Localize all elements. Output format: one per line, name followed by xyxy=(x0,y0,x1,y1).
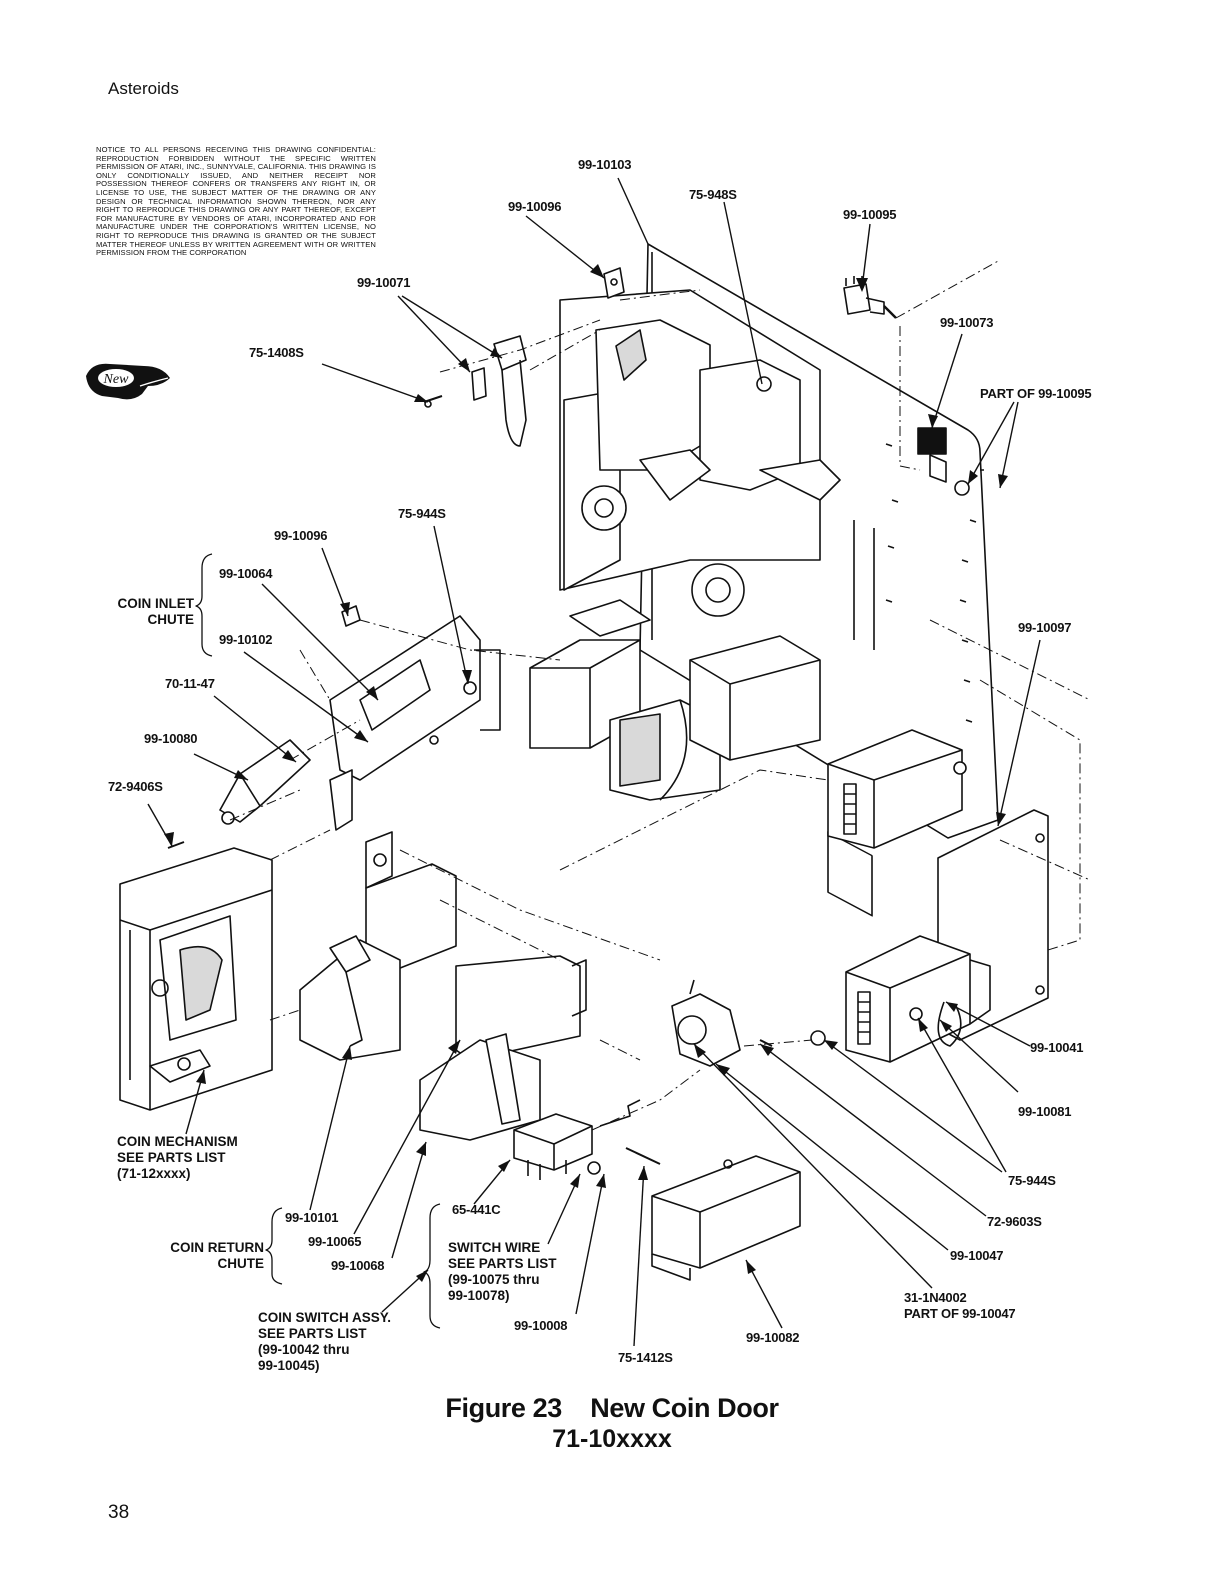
coin-return-chute xyxy=(299,831,457,1061)
callout-99-10041: 99-10041 xyxy=(1030,1040,1084,1055)
new-badge-text: New xyxy=(103,372,130,387)
confidentiality-notice: NOTICE TO ALL PERSONS RECEIVING THIS DRA… xyxy=(96,145,376,258)
group-switch-wire-line2: SEE PARTS LIST xyxy=(448,1256,557,1271)
callout-99-10068: 99-10068 xyxy=(331,1258,385,1273)
group-coin-mechanism-line3: (71-12xxxx) xyxy=(117,1166,191,1181)
coin-mechanism-assembly xyxy=(119,847,273,1111)
callout-99-10097: 99-10097 xyxy=(1018,620,1072,635)
callout-99-10096-mid: 99-10096 xyxy=(274,528,328,543)
callout-99-10047: 99-10047 xyxy=(950,1248,1004,1263)
callout-99-10103: 99-10103 xyxy=(578,157,632,172)
group-coin-switch-line3: (99-10042 thru xyxy=(258,1342,350,1357)
figure-subtitle: 71-10xxxx xyxy=(552,1425,672,1453)
callout-75-944s-mid: 75-944S xyxy=(398,506,446,521)
page-header-title: Asteroids xyxy=(108,79,179,98)
central-coin-mechanism xyxy=(559,289,841,617)
figure-title: Figure 23 New Coin Door xyxy=(445,1393,779,1423)
callout-leaders xyxy=(147,177,1041,1347)
group-coin-mechanism-line1: COIN MECHANISM xyxy=(117,1134,238,1149)
lockout-coil-center xyxy=(689,635,821,761)
callout-99-10081: 99-10081 xyxy=(1018,1104,1072,1119)
coin-meter-upper xyxy=(827,729,967,849)
callout-part-of-99-10095: PART OF 99-10095 xyxy=(980,386,1092,401)
callout-72-9406s: 72-9406S xyxy=(108,779,163,794)
callout-part-of-99-10047: PART OF 99-10047 xyxy=(904,1306,1016,1321)
callout-99-10065: 99-10065 xyxy=(308,1234,362,1249)
group-switch-wire-line3: (99-10075 thru xyxy=(448,1272,540,1287)
callout-75-1408s: 75-1408S xyxy=(249,345,304,360)
coin-meter-lower xyxy=(810,935,991,1063)
coin-return-lever xyxy=(167,739,311,849)
callout-99-10073: 99-10073 xyxy=(940,315,994,330)
new-hand-icon: New xyxy=(86,363,170,400)
callout-99-10102: 99-10102 xyxy=(219,632,273,647)
callout-99-10008: 99-10008 xyxy=(514,1318,568,1333)
callout-75-948s: 75-948S xyxy=(689,187,737,202)
callout-99-10064: 99-10064 xyxy=(219,566,273,581)
callout-99-10096-top: 99-10096 xyxy=(508,199,562,214)
callout-99-10071: 99-10071 xyxy=(357,275,411,290)
callout-72-9603s: 72-9603S xyxy=(987,1214,1042,1229)
callout-99-10082: 99-10082 xyxy=(746,1330,800,1345)
callout-70-11-47: 70-11-47 xyxy=(165,676,215,691)
door-lamp-assembly xyxy=(671,979,773,1067)
callout-99-10080: 99-10080 xyxy=(144,731,198,746)
callout-99-10101: 99-10101 xyxy=(285,1210,339,1225)
callout-75-944s-low: 75-944S xyxy=(1008,1173,1056,1188)
group-switch-wire-line1: SWITCH WIRE xyxy=(448,1240,541,1255)
group-coin-switch-line2: SEE PARTS LIST xyxy=(258,1326,367,1341)
coin-lock-lever xyxy=(423,335,527,447)
group-coin-inlet-line2: CHUTE xyxy=(147,612,195,627)
switch-cover xyxy=(651,1155,801,1281)
coin-return-chute-center xyxy=(419,955,587,1141)
callout-99-10095: 99-10095 xyxy=(843,207,897,222)
group-coin-mechanism-line2: SEE PARTS LIST xyxy=(117,1150,226,1165)
callout-31-1n4002: 31-1N4002 xyxy=(904,1290,967,1305)
group-coin-switch-line4: 99-10045) xyxy=(258,1358,320,1373)
exploded-guide-lines xyxy=(229,259,1091,1131)
group-coin-switch-line1: COIN SWITCH ASSY. xyxy=(258,1310,392,1325)
top-bracket xyxy=(603,267,625,299)
callout-arrowheads xyxy=(164,264,1008,1282)
group-coin-inlet-line1: COIN INLET xyxy=(117,596,195,611)
slam-switch xyxy=(843,276,897,319)
callout-75-1412s: 75-1412S xyxy=(618,1350,673,1365)
group-braces xyxy=(195,553,441,1329)
group-switch-wire-line4: 99-10078) xyxy=(448,1288,510,1303)
coin-switch xyxy=(513,1099,661,1180)
group-coin-return-line2: CHUTE xyxy=(217,1256,265,1271)
coin-inlet-chute xyxy=(329,605,501,831)
page-number: 38 xyxy=(108,1502,130,1523)
callout-65-441c: 65-441C xyxy=(452,1202,501,1217)
group-coin-return-line1: COIN RETURN xyxy=(170,1240,264,1255)
